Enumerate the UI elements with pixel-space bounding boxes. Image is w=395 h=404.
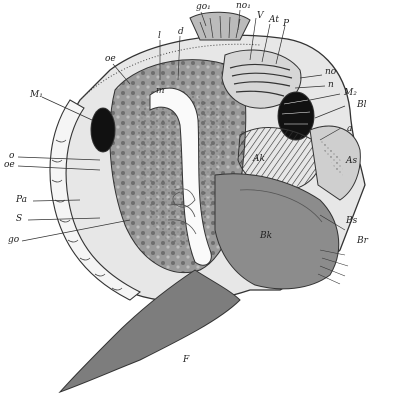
label-n: n bbox=[328, 81, 334, 90]
label-f: F bbox=[183, 356, 189, 365]
label-bl: Bl bbox=[357, 101, 367, 110]
label-as: As bbox=[346, 157, 357, 166]
label-no: no bbox=[325, 68, 336, 77]
label-m: m bbox=[156, 87, 165, 96]
label-bs: Bs bbox=[346, 217, 357, 226]
label-m1: M₁ bbox=[30, 91, 43, 100]
label-oe-top: oe bbox=[105, 55, 116, 64]
label-v: V bbox=[257, 12, 264, 21]
label-br: Br bbox=[357, 237, 368, 246]
label-go1: go₁ bbox=[196, 3, 211, 12]
label-ak: Ak bbox=[253, 155, 265, 164]
anterior-adductor bbox=[91, 108, 115, 152]
label-d: d bbox=[178, 28, 184, 37]
label-pa: Pa bbox=[16, 196, 27, 205]
label-m2: M₂ bbox=[344, 89, 357, 98]
label-oe-left: oe bbox=[4, 161, 15, 170]
label-go: go bbox=[8, 236, 19, 245]
label-s: S bbox=[16, 215, 22, 224]
label-no1: no₁ bbox=[236, 2, 251, 11]
label-p: P bbox=[283, 20, 289, 29]
label-bk: Bk bbox=[260, 232, 272, 241]
label-at: At bbox=[269, 16, 279, 25]
label-a: a bbox=[347, 125, 352, 134]
label-l: l bbox=[158, 32, 161, 41]
